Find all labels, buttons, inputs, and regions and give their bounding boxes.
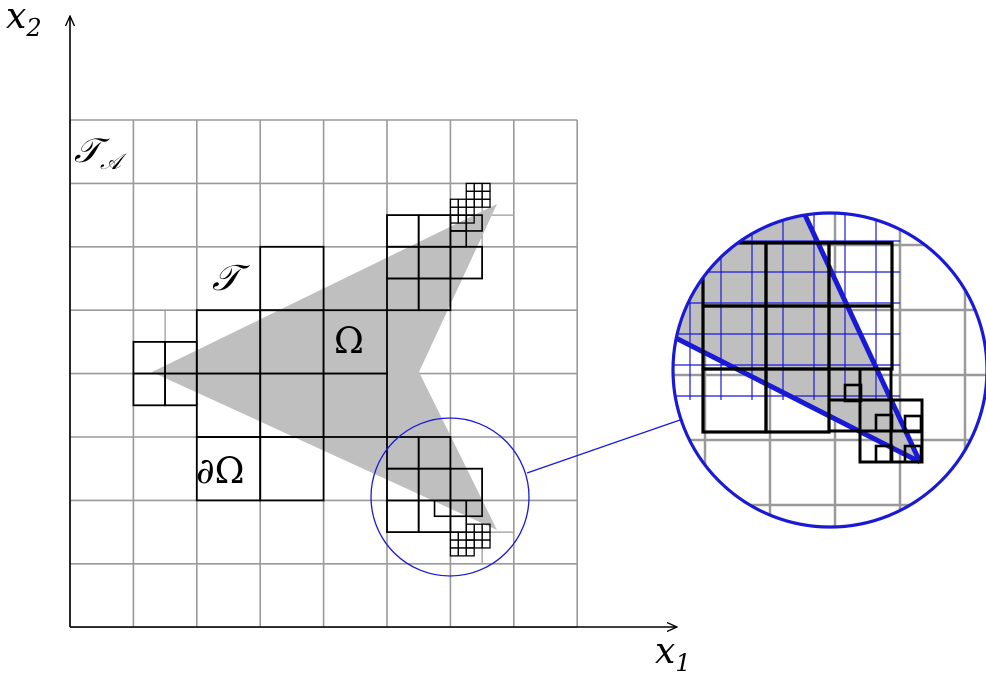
active-cell [259,436,325,502]
active-cell-refined [417,277,452,312]
active-cell-fine [473,190,483,200]
active-cell-fine [473,198,483,208]
active-cell-fine [465,523,475,533]
active-cell-fine [457,198,467,208]
zoom-region-circle [370,417,530,577]
active-cell-refined [386,499,420,533]
active-cell-fine [457,547,467,557]
zoom-active-cell [874,413,894,433]
active-cell-fine [465,206,475,216]
zoom-inset-circle [671,211,986,529]
zoom-boundary-line [802,213,923,464]
active-cell-fine [481,182,491,192]
active-cell-fine [481,531,491,541]
zoom-active-cell [903,444,923,464]
active-mesh-cells [132,182,491,557]
active-cell-fine [449,531,459,541]
active-cell-fine [481,198,491,208]
domain-label: Ω [334,321,364,362]
active-cell-fine [449,539,459,549]
boundary-label: ∂Ω [196,451,244,492]
active-cell-refined [164,372,198,407]
active-cell [322,372,388,438]
zoom-connector-line [526,419,681,474]
zoom-active-cell [903,414,923,434]
active-cell-refined [465,499,483,518]
active-cell-fine [473,531,483,541]
active-cell-refined [433,499,452,518]
active-cell-fine [465,531,475,541]
active-cell-fine [465,531,475,541]
active-cell-refined [132,372,166,407]
zoom-active-cell [874,444,894,464]
active-cell-fine [465,198,475,208]
background-refined-cell [132,309,166,343]
x-axis-label: x1 [655,631,691,674]
background-mesh-label: 𝒯𝒜 [74,131,127,175]
active-cell-fine [465,539,475,549]
active-cell-fine [465,190,475,200]
active-cell-fine [449,214,459,224]
active-cell-refined [386,214,420,248]
active-cell-fine [449,547,459,557]
active-cell-fine [473,523,483,533]
active-cell-fine [465,214,475,224]
active-cell-fine [457,206,467,216]
active-cell-fine [465,547,475,557]
active-cell-refined [449,230,468,248]
active-cell-fine [473,182,483,192]
active-cell-fine [457,531,467,541]
y-axis-label: x2 [6,0,42,42]
zoom-active-cell [843,383,863,403]
active-cell-fine [457,539,467,549]
active-cell-fine [481,190,491,200]
background-refined-cell [164,309,198,343]
active-mesh-label: 𝒯 [212,258,250,299]
active-cell-fine [465,182,475,192]
active-cell-fine [449,206,459,216]
active-cell-fine [449,198,459,208]
active-cell-fine [481,539,491,549]
active-cell-fine [465,198,475,208]
active-cell-refined [449,515,468,533]
active-cell-fine [473,539,483,549]
active-cell-fine [465,539,475,549]
